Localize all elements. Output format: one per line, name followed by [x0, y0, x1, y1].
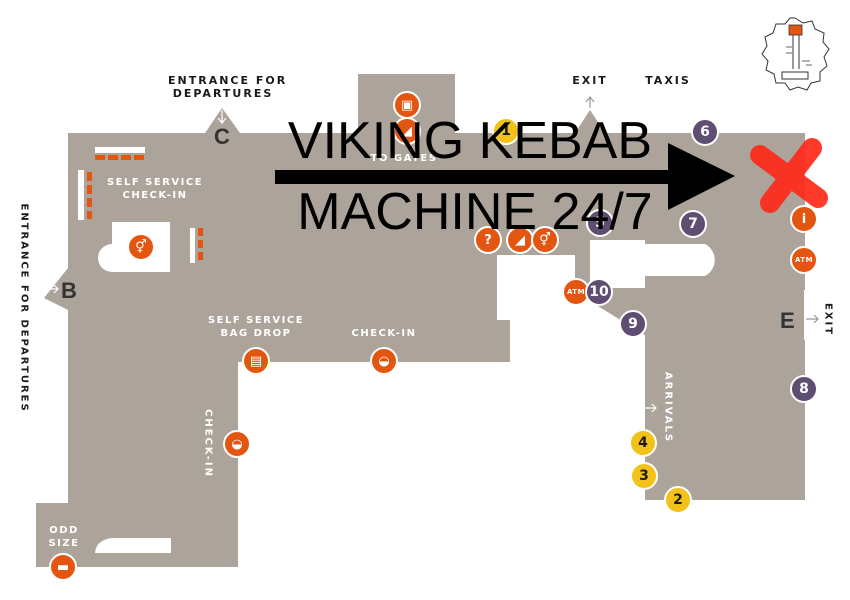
entrance-b-letter: B: [61, 278, 77, 303]
red-x-marker-icon: [750, 138, 828, 213]
counter-bar: [78, 170, 84, 220]
check-in-label: CHECK-IN: [351, 328, 417, 339]
central-void: [497, 255, 575, 320]
counter-desk: [121, 155, 131, 160]
point-5-marker: 5: [586, 209, 614, 237]
counter-desk: [87, 211, 92, 219]
escalator-icon: ◢: [393, 117, 421, 145]
entrance-for-departures-left-label: ENTRANCE FOR DEPARTURES: [18, 203, 30, 413]
counter-bar: [190, 228, 195, 263]
counter-desk: [198, 252, 203, 260]
exit-right-label: EXIT: [822, 302, 834, 337]
entrance-e-letter: E: [780, 308, 795, 333]
overlay-annotation-line-1: VIKING KEBAB: [287, 112, 653, 170]
arrivals-label: ARRIVALS: [662, 371, 674, 444]
counter-desk: [87, 198, 92, 207]
atm-icon: ATM: [790, 246, 818, 274]
check-in-vertical-label: CHECK-IN: [202, 409, 214, 478]
baggage-belt-icon: ◒: [223, 430, 251, 458]
odd-size-belt: [95, 538, 171, 553]
arrow-right-icon: [275, 143, 735, 210]
entrance-for-departures-top-label: ENTRANCE FOR DEPARTURES: [168, 74, 288, 100]
counter-desk: [198, 240, 203, 248]
point-6-marker: 6: [691, 118, 719, 146]
counter-desk: [198, 228, 203, 236]
point-1-marker: 1: [492, 117, 520, 145]
point-7-marker: 7: [679, 210, 707, 238]
arrow-down-icon: [217, 110, 227, 124]
info-icon: i: [790, 205, 818, 233]
point-4-marker: 4: [629, 429, 657, 457]
point-3-marker: 3: [630, 462, 658, 490]
compass-icon: [761, 17, 830, 91]
point-2-marker: 2: [664, 486, 692, 514]
elevator-icon: ▣: [393, 91, 421, 119]
arrow-right-icon: [42, 284, 59, 294]
overlay-annotation-line-2: MACHINE 24/7: [297, 183, 653, 241]
exit-top-label: EXIT: [572, 74, 608, 87]
counter-bar: [95, 147, 145, 153]
counter-desk: [87, 172, 92, 181]
counter-desk: [95, 155, 105, 160]
escalator-icon: ◢: [506, 226, 534, 254]
counter-desk: [108, 155, 118, 160]
point-8-marker: 8: [790, 375, 818, 403]
self-service-check-in-label: SELF SERVICE CHECK-IN: [106, 177, 204, 201]
toilet-icon: ⚥: [127, 233, 155, 261]
self-service-bag-drop-label: SELF SERVICE BAG DROP: [207, 315, 305, 339]
taxis-label: TAXIS: [645, 74, 691, 87]
arrow-up-icon: [585, 96, 595, 108]
odd-size-label: ODD SIZE: [48, 525, 80, 549]
to-gates-label: TO GATES: [370, 153, 438, 164]
counter-desk: [134, 155, 144, 160]
baggage-belt-icon: ◒: [370, 347, 398, 375]
passage-void: [640, 244, 715, 276]
arrow-right-icon: [645, 403, 657, 413]
atm-icon: ATM: [562, 278, 590, 306]
counter-desk: [87, 185, 92, 194]
help-icon: ?: [474, 226, 502, 254]
toilet-icon: ⚥: [531, 226, 559, 254]
point-9-marker: 9: [619, 310, 647, 338]
baggage-belt-icon: ▬: [49, 553, 77, 581]
arrow-right-icon: [806, 314, 819, 324]
point-10-marker: 10: [585, 278, 613, 306]
entrance-c-letter: C: [214, 124, 230, 149]
luggage-icon: ▤: [242, 347, 270, 375]
